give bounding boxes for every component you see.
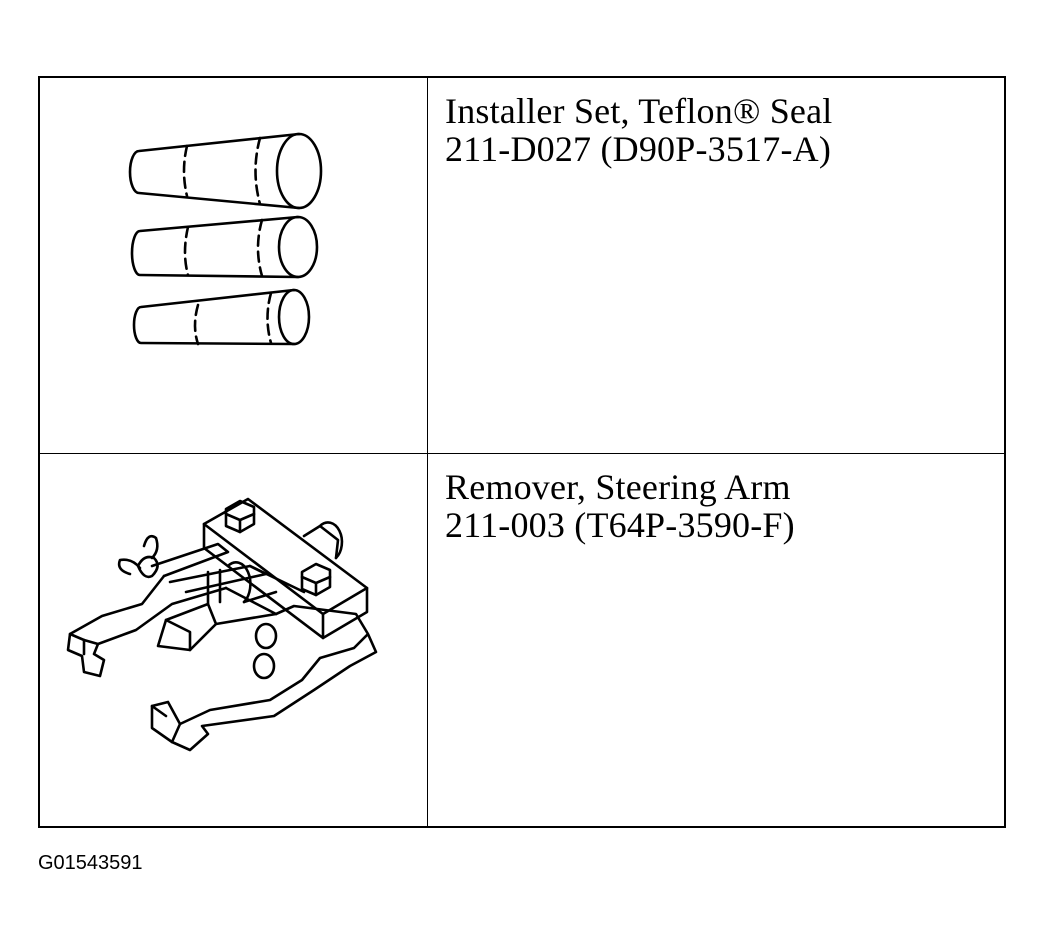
tool-description: Remover, Steering Arm 211-003 (T64P-3590… bbox=[445, 468, 994, 544]
steering-arm-remover-icon bbox=[66, 497, 378, 752]
tool-description: Installer Set, Teflon® Seal 211-D027 (D9… bbox=[445, 92, 994, 168]
tool-row: Installer Set, Teflon® Seal 211-D027 (D9… bbox=[40, 78, 1004, 454]
seal-installer-set-icon bbox=[128, 132, 323, 346]
tool-number: 211-D027 (D90P-3517-A) bbox=[445, 129, 832, 169]
tool-name: Remover, Steering Arm bbox=[445, 467, 791, 507]
tool-row: Remover, Steering Arm 211-003 (T64P-3590… bbox=[40, 454, 1004, 826]
tool-number: 211-003 (T64P-3590-F) bbox=[445, 505, 795, 545]
tool-illustration-cell bbox=[40, 78, 428, 453]
tool-illustration-cell bbox=[40, 454, 428, 826]
tool-name: Installer Set, Teflon® Seal bbox=[445, 91, 833, 131]
tool-table: Installer Set, Teflon® Seal 211-D027 (D9… bbox=[38, 76, 1006, 828]
figure-id: G01543591 bbox=[38, 852, 143, 874]
